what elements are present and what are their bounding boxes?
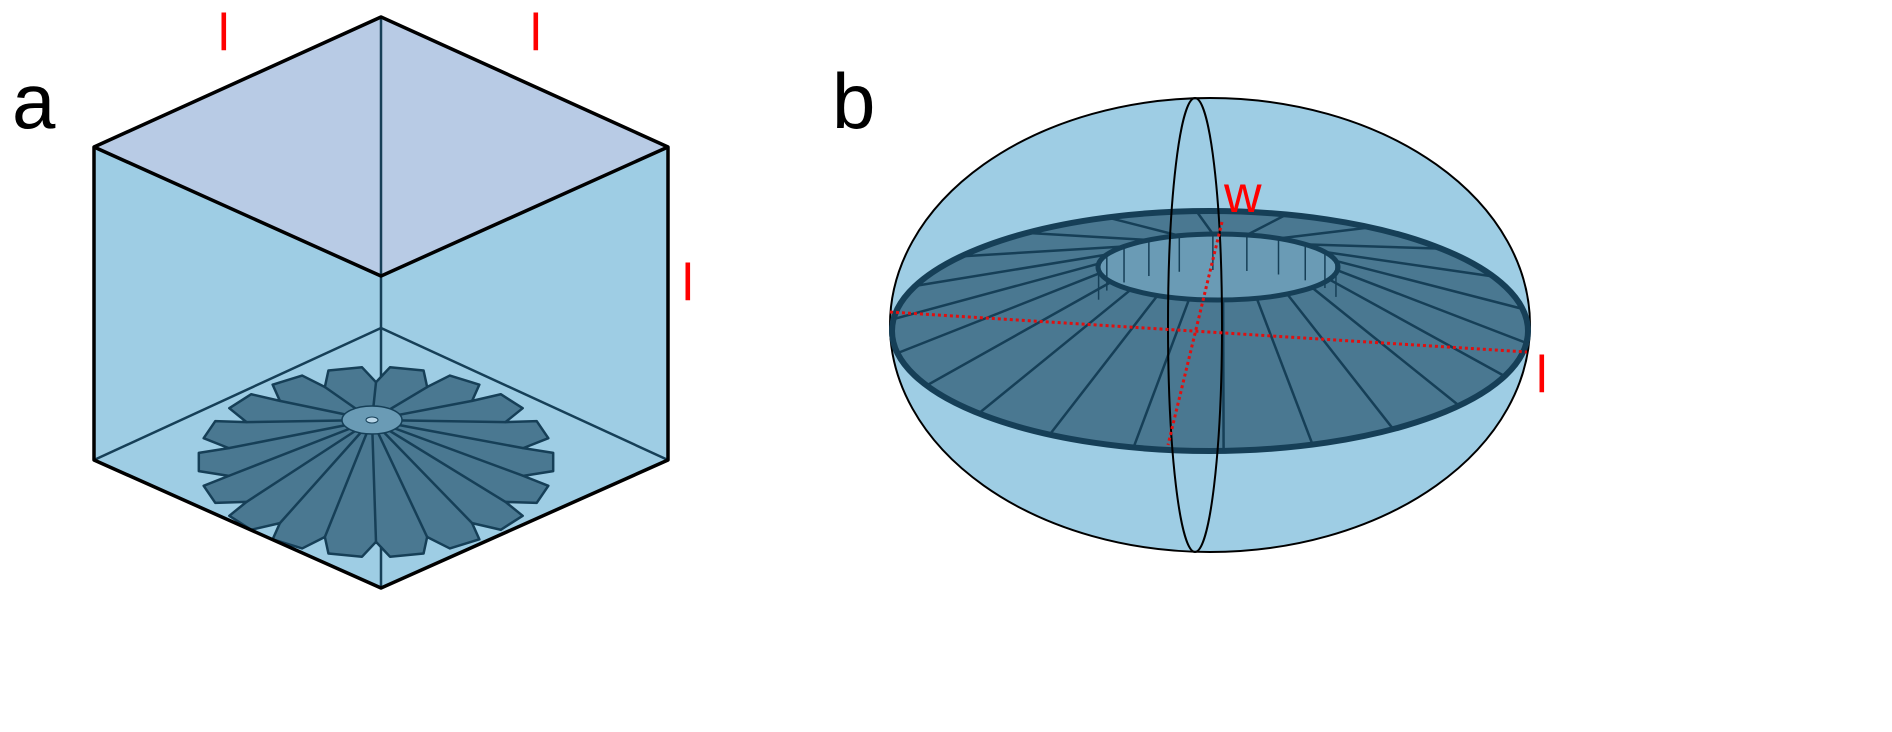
dimension-label-l: l xyxy=(530,4,542,62)
folded-sheet-flower xyxy=(197,366,555,558)
panel-a: a l l l xyxy=(12,4,694,590)
ring-fold-line xyxy=(1305,243,1442,250)
width-label-w: w xyxy=(1223,166,1262,224)
ring-fold-line xyxy=(1255,297,1314,446)
ring-fold-line xyxy=(1026,231,1149,242)
ring-fold-line xyxy=(1107,216,1180,237)
ring-fold-line xyxy=(926,280,1112,387)
ring-fold-line xyxy=(978,288,1132,415)
ring-fold-line xyxy=(1286,293,1395,430)
ring-fold-line xyxy=(1278,226,1371,240)
panel-b: b w l xyxy=(832,57,1548,553)
panel-label-b: b xyxy=(832,57,875,145)
width-dimension-line xyxy=(1166,221,1224,446)
ring-fold-line xyxy=(1048,294,1159,436)
ring-fold-line xyxy=(1195,210,1214,235)
ring-fold-line xyxy=(1324,250,1494,278)
fold-line xyxy=(371,418,524,478)
fold-line xyxy=(278,419,373,524)
ring-hole xyxy=(1095,231,1341,303)
dimension-label-l: l xyxy=(682,254,694,312)
length-label-l: l xyxy=(1536,346,1548,404)
ring-fold-line xyxy=(1132,298,1191,448)
fold-line xyxy=(371,418,507,503)
dimension-label-l: l xyxy=(218,4,230,62)
length-dimension-line xyxy=(889,310,1528,354)
fold-line xyxy=(370,419,378,542)
ring-fold-line xyxy=(1246,213,1288,237)
ring-fold-line xyxy=(1335,259,1523,311)
ring-fold-line xyxy=(893,262,1099,321)
ring-fold-line xyxy=(915,253,1108,288)
ring-fold-line xyxy=(960,245,1125,258)
cube-outline xyxy=(92,15,670,590)
ring-fold-line xyxy=(897,271,1101,355)
ring-fold-line xyxy=(1336,269,1527,345)
fold-line xyxy=(323,419,374,538)
meridian-ring xyxy=(1167,97,1223,553)
ring-fold-line xyxy=(1311,286,1460,407)
fold-line xyxy=(370,419,429,538)
panel-label-a: a xyxy=(12,57,56,145)
flower-hub-hole xyxy=(365,416,379,424)
fold-line xyxy=(245,418,373,503)
flower-outline xyxy=(197,366,555,558)
ring-fold-line xyxy=(1328,278,1506,378)
fold-line xyxy=(371,419,474,525)
